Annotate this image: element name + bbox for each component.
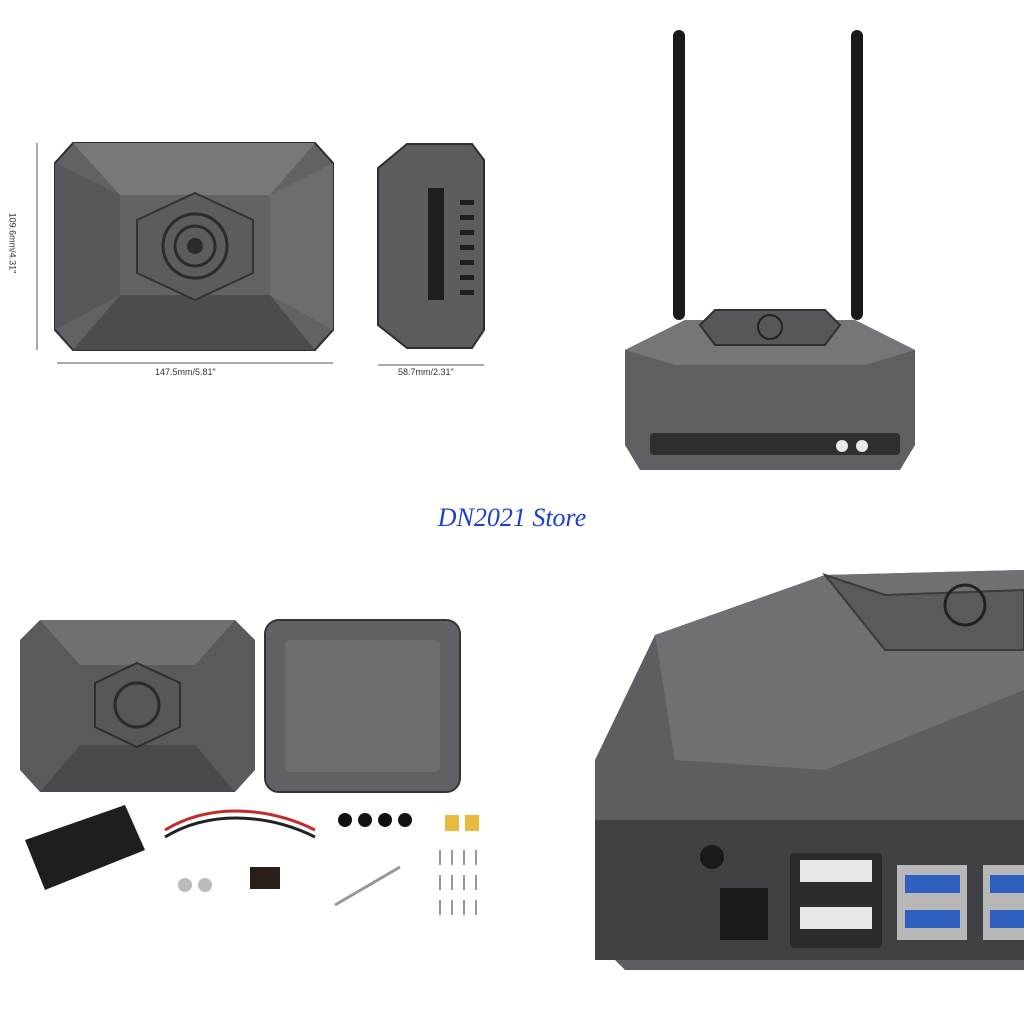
led-right bbox=[856, 440, 868, 452]
ports-closeup-panel bbox=[585, 570, 1024, 1024]
case-side-view bbox=[377, 143, 485, 366]
fan-cable bbox=[164, 809, 316, 832]
led-left bbox=[836, 440, 848, 452]
power-port bbox=[720, 888, 768, 940]
width-dimension-label: 147.5mm/5.81" bbox=[155, 367, 216, 377]
ports-closeup bbox=[595, 570, 1024, 970]
side-view-panel bbox=[372, 140, 492, 380]
height-dimension-label: 109.6mm/4.31" bbox=[7, 212, 18, 274]
case-with-antennas bbox=[625, 30, 915, 470]
left-antenna bbox=[673, 30, 685, 320]
right-antenna bbox=[851, 30, 863, 320]
depth-dimension-label: 58.7mm/2.31" bbox=[398, 367, 454, 377]
case-with-antennas-panel bbox=[615, 25, 925, 480]
kit-contents-panel bbox=[15, 615, 495, 925]
case-front-view bbox=[36, 142, 334, 364]
gpio-adapter-board bbox=[25, 805, 145, 890]
store-watermark: DN2021 Store bbox=[437, 503, 587, 532]
kit-contents bbox=[20, 619, 479, 915]
front-view-panel bbox=[25, 135, 345, 375]
